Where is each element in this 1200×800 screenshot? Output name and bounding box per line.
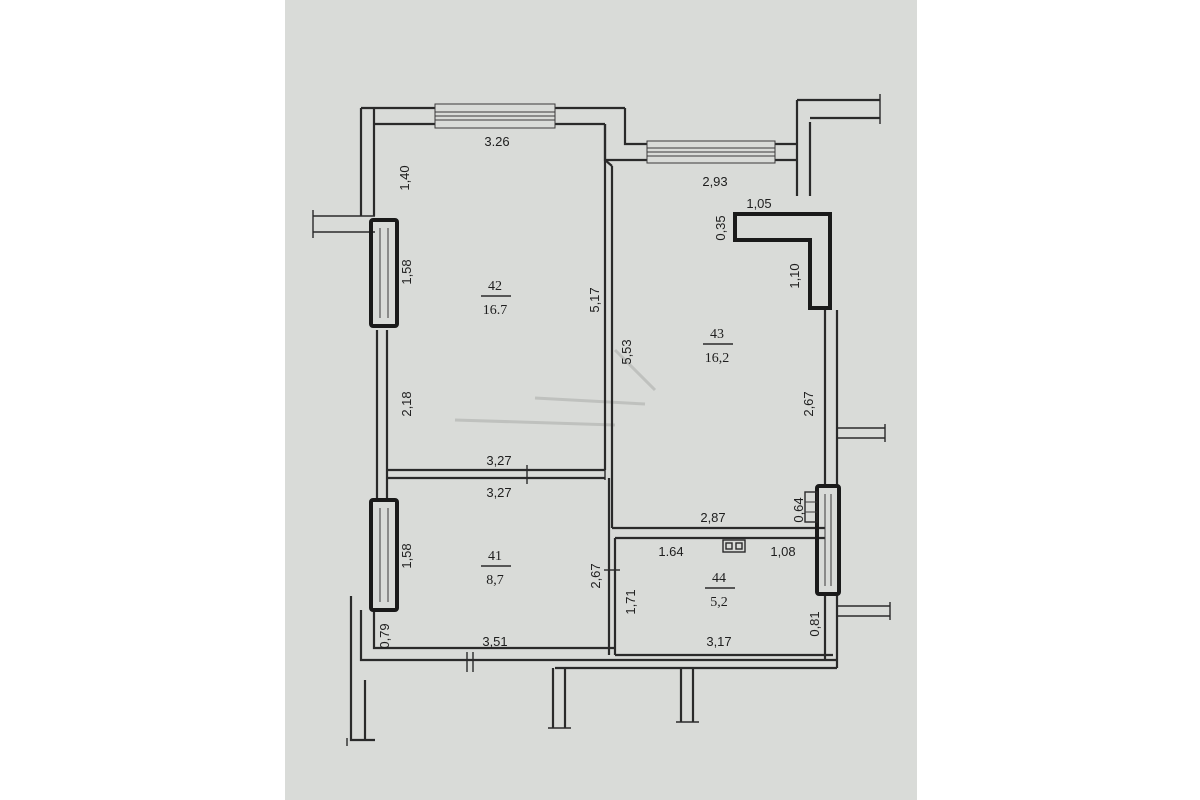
dim-r44-left: 1,71: [623, 589, 638, 614]
windows: [369, 103, 841, 672]
room-42: 42 16.7: [481, 279, 511, 318]
dim-r44-top-left: 1.64: [658, 544, 683, 559]
floor-plan-sheet: 42 16.7 43 16,2 41 8,7 44 5,2 3.26 1,40 …: [285, 0, 917, 800]
room-44-number: 44: [712, 571, 726, 586]
dim-r43-bottom: 2,87: [700, 510, 725, 525]
dim-r42-top: 3.26: [484, 134, 509, 149]
dim-r43-right-top: 1,10: [787, 263, 802, 288]
room-44-area: 5,2: [710, 595, 728, 610]
dim-r42-bottom: 3,27: [486, 453, 511, 468]
dim-r41-window: 1,58: [399, 543, 414, 568]
walls: [312, 94, 891, 746]
dim-r41-right: 2,67: [588, 563, 603, 588]
dim-r42-right: 5,17: [587, 287, 602, 312]
room-43-number: 43: [710, 327, 724, 342]
background-ghost-text: [454, 348, 657, 427]
dim-r44-top-right: 1,08: [770, 544, 795, 559]
room-42-area: 16.7: [483, 303, 508, 318]
dim-r42-left-top: 1,40: [397, 165, 412, 190]
dim-r43-right-mid: 2,67: [801, 391, 816, 416]
dim-r43-top: 2,93: [702, 174, 727, 189]
dim-r43-left: 5,53: [619, 339, 634, 364]
dim-r43-niche-depth: 0,35: [713, 215, 728, 240]
room-41: 41 8,7: [481, 549, 511, 588]
room-41-number: 41: [488, 549, 502, 564]
dim-r41-bottom: 3,51: [482, 634, 507, 649]
room-44: 44 5,2: [705, 571, 735, 610]
room-41-area: 8,7: [486, 573, 504, 588]
room-43-area: 16,2: [705, 351, 730, 366]
room-43: 43 16,2: [703, 327, 733, 366]
floor-plan: 42 16.7 43 16,2 41 8,7 44 5,2 3.26 1,40 …: [312, 94, 891, 746]
room-42-number: 42: [488, 279, 502, 294]
dim-r43-niche-width: 1,05: [746, 196, 771, 211]
equipment: [722, 491, 818, 553]
dim-r42-window: 1,58: [399, 259, 414, 284]
dim-r43-window: 0,64: [791, 497, 806, 522]
dim-r42-left-bottom: 2,18: [399, 391, 414, 416]
dim-r41-left-bottom: 0,79: [377, 623, 392, 648]
dim-r44-bottom: 3,17: [706, 634, 731, 649]
dim-r44-right: 0,81: [807, 611, 822, 636]
dimension-labels: 3.26 1,40 1,58 2,18 5,17 3,27 3,27 1,58 …: [377, 134, 822, 649]
dim-r41-top: 3,27: [486, 485, 511, 500]
